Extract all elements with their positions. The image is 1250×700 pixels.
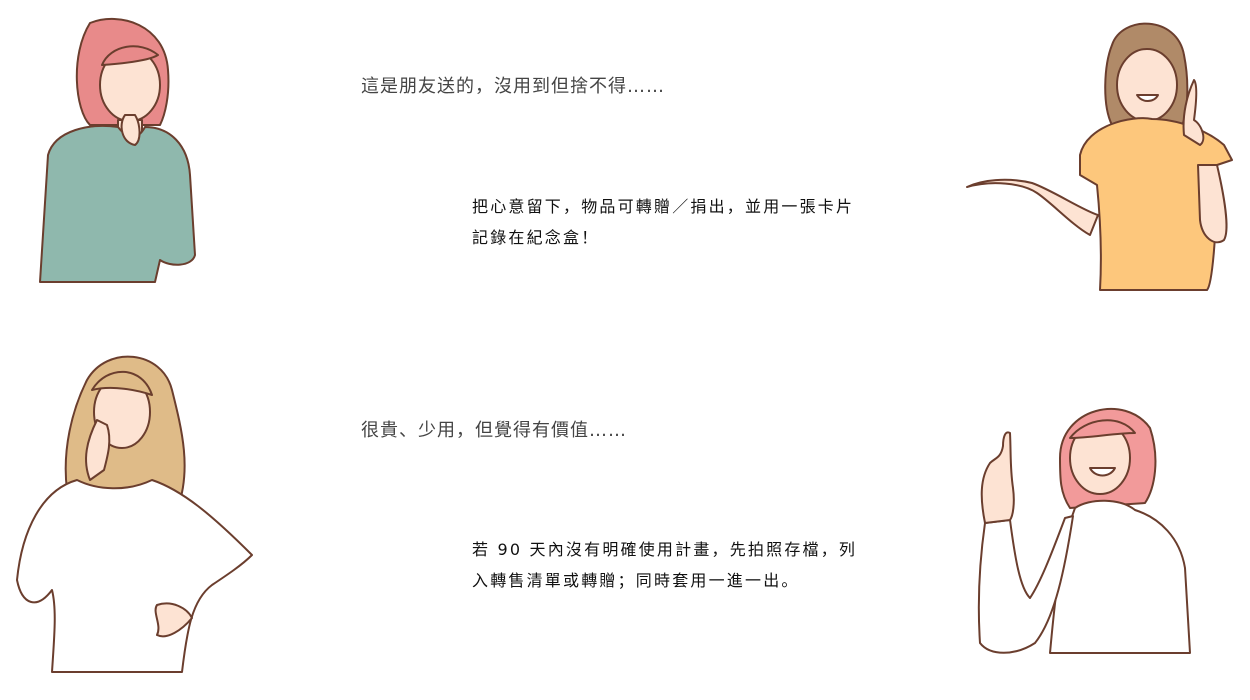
answer-2: 若 90 天內沒有明確使用計畫，先拍照存檔，列入轉售清單或轉贈；同時套用一進一出… xyxy=(472,540,858,590)
thinking-woman-illustration-2 xyxy=(12,350,262,679)
pointing-woman-illustration-2 xyxy=(975,398,1195,664)
pointing-woman-illustration-1 xyxy=(962,15,1237,299)
answer-1: 把心意留下，物品可轉贈／捐出，並用一張卡片記錄在紀念盒！ xyxy=(472,197,855,247)
question-2: 很貴、少用，但覺得有價值…… xyxy=(361,420,627,441)
question-1: 這是朋友送的，沒用到但捨不得…… xyxy=(361,76,665,97)
thinking-woman-illustration-1 xyxy=(30,15,200,289)
